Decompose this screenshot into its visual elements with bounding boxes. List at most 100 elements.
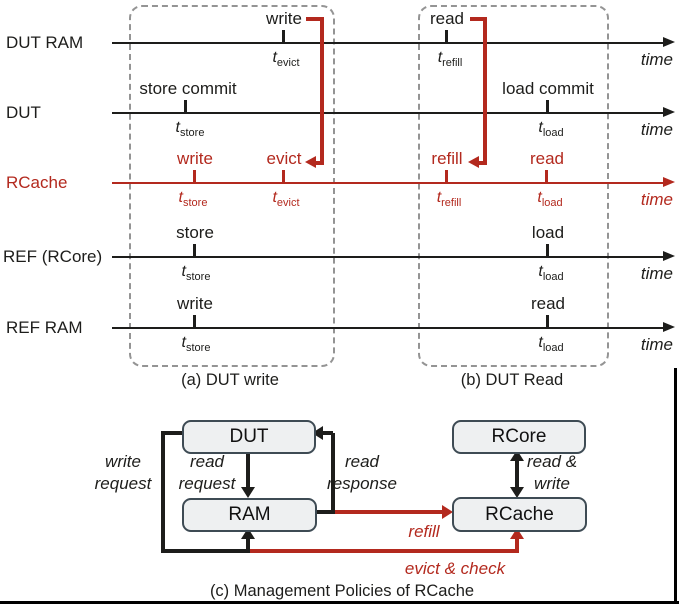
label-refill: refill xyxy=(408,522,440,541)
event-time-label: tload xyxy=(537,189,562,209)
label-read-and-write: read & write xyxy=(527,451,577,495)
time-axis-label: time xyxy=(640,190,673,209)
event-time-label: tevict xyxy=(272,189,299,209)
event-label: read xyxy=(529,149,565,168)
event-label: write xyxy=(177,149,213,168)
event-tick xyxy=(445,170,448,182)
event-tick xyxy=(546,315,549,327)
arrow-evict-check xyxy=(515,537,519,551)
t-subscript: refill xyxy=(441,197,462,210)
caption-a: (a) DUT write xyxy=(181,371,279,389)
connector-write-to-evict xyxy=(306,17,324,21)
event-time-label: tload xyxy=(538,119,563,139)
event-label: store xyxy=(176,223,214,242)
timeline-label-dut: DUT xyxy=(6,103,41,122)
arrowhead-into-rcore-icon xyxy=(510,450,524,461)
arrowhead-into-ram-icon xyxy=(241,487,255,498)
event-label: load commit xyxy=(502,79,594,98)
connector-write-to-evict xyxy=(315,161,324,165)
event-time-label: tstore xyxy=(176,119,205,139)
label-line: read & xyxy=(526,452,578,471)
arrow-read-write xyxy=(515,458,519,490)
arrowhead-time-icon xyxy=(663,251,675,261)
timeline-dut xyxy=(112,112,664,115)
label-read-request: read request xyxy=(179,451,236,495)
label-line: request xyxy=(178,474,236,493)
t-subscript: store xyxy=(179,127,205,140)
arrowhead-evict-check-icon xyxy=(510,528,524,539)
timeline-ref-rcore xyxy=(112,256,664,259)
t-symbol: t xyxy=(175,119,180,136)
timeline-rcache xyxy=(112,182,664,185)
t-subscript: evict xyxy=(276,197,300,210)
event-tick xyxy=(282,30,285,42)
event-time-label: trefill xyxy=(437,189,462,209)
t-subscript: refill xyxy=(442,57,463,70)
arrowhead-time-icon xyxy=(663,37,675,47)
arrowhead-into-rcache-icon xyxy=(510,487,524,498)
policy-box-rcache: RCache xyxy=(452,497,587,532)
label-line: read xyxy=(344,452,380,471)
event-tick xyxy=(184,100,187,112)
label-read-response: read response xyxy=(327,451,397,495)
t-symbol: t xyxy=(178,189,183,206)
timeline-dut-ram xyxy=(112,42,664,45)
t-subscript: store xyxy=(182,197,208,210)
policy-box-ram: RAM xyxy=(182,498,317,532)
caption-c: (c) Management Policies of RCache xyxy=(209,582,475,600)
t-subscript: load xyxy=(542,127,564,140)
label-write-request: write request xyxy=(95,451,152,495)
event-time-label: tload xyxy=(538,263,563,283)
time-axis-label: time xyxy=(640,50,673,69)
timeline-label-dut-ram: DUT RAM xyxy=(6,33,84,52)
arrowhead-refill-icon xyxy=(468,156,479,168)
caption-b: (b) DUT Read xyxy=(460,371,564,389)
figure-right-border xyxy=(674,368,677,604)
connector-read-to-refill xyxy=(470,17,487,21)
event-label: load xyxy=(531,223,565,242)
event-time-label: tstore xyxy=(182,334,211,354)
arrow-read-request xyxy=(246,450,250,489)
t-subscript: load xyxy=(542,271,564,284)
connector-read-to-refill xyxy=(483,17,487,165)
arrow-evict-check xyxy=(250,549,519,553)
t-symbol: t xyxy=(272,49,277,66)
event-time-label: tstore xyxy=(182,263,211,283)
figure-bottom-border xyxy=(0,601,679,604)
event-tick xyxy=(193,244,196,256)
t-symbol: t xyxy=(181,263,186,280)
arrowhead-refill-icon xyxy=(442,505,453,519)
arrow-write-request xyxy=(161,549,250,553)
event-time-label: tload xyxy=(538,334,563,354)
label-line: response xyxy=(327,474,397,493)
connector-write-to-evict xyxy=(320,17,324,165)
event-label: write xyxy=(266,9,302,28)
event-time-label: tstore xyxy=(179,189,208,209)
t-subscript: load xyxy=(542,342,564,355)
event-tick xyxy=(193,170,196,182)
arrow-write-request xyxy=(246,537,250,551)
event-tick xyxy=(445,30,448,42)
arrow-refill xyxy=(335,510,443,514)
label-line: read xyxy=(189,452,225,471)
t-subscript: evict xyxy=(276,57,300,70)
event-time-label: trefill xyxy=(438,49,463,69)
arrowhead-time-icon xyxy=(663,107,675,117)
arrowhead-into-dut-icon xyxy=(312,426,323,440)
event-tick xyxy=(546,100,549,112)
event-label: read xyxy=(429,9,465,28)
dashed-group-b xyxy=(418,5,609,367)
time-axis-label: time xyxy=(640,264,673,283)
t-symbol: t xyxy=(272,189,277,206)
arrow-write-request xyxy=(161,431,165,553)
arrow-read-response xyxy=(313,510,337,514)
policy-box-dut: DUT xyxy=(182,420,316,454)
label-evict-and-check: evict & check xyxy=(404,559,506,578)
t-symbol: t xyxy=(181,334,186,351)
t-subscript: store xyxy=(185,271,211,284)
t-subscript: store xyxy=(185,342,211,355)
t-symbol: t xyxy=(437,49,443,66)
t-symbol: t xyxy=(538,334,543,351)
arrowhead-time-icon xyxy=(663,322,675,332)
